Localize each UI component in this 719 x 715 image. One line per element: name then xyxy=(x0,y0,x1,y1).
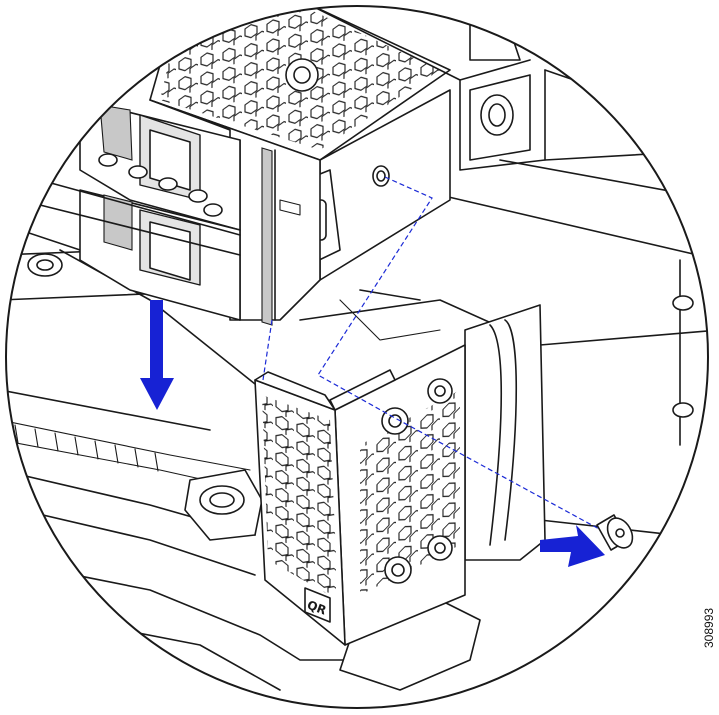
arrow-left-icon xyxy=(540,525,605,567)
figure-number: 308993 xyxy=(702,607,716,648)
arrow-down-icon xyxy=(140,300,174,410)
qr-label-text: QR xyxy=(305,598,328,618)
detail-circle xyxy=(5,5,709,709)
alignment-guides xyxy=(262,176,613,537)
torx-screw-icon xyxy=(596,514,634,551)
blanking-bracket: QR xyxy=(254,304,546,691)
drive-carriers xyxy=(39,99,241,321)
qr-label: QR xyxy=(304,587,331,623)
